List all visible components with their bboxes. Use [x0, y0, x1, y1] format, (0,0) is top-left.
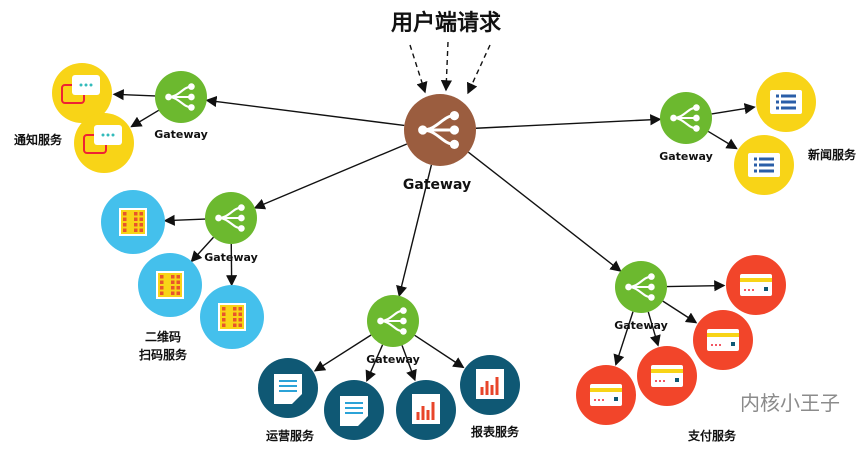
gateway-node-ops[interactable]: [367, 295, 419, 347]
report-icon: [412, 394, 440, 424]
service-node-pay[interactable]: [637, 346, 697, 406]
qr-code-icon: [119, 208, 147, 236]
service-node-pay[interactable]: [726, 255, 786, 315]
service-node-pay[interactable]: [576, 365, 636, 425]
edge-main-to-news: [475, 114, 662, 129]
service-label-qr-1: 二维码: [145, 329, 181, 344]
list-doc-icon: [770, 90, 802, 114]
gateway-label-qr: Gateway: [204, 251, 258, 264]
service-node-notify[interactable]: [74, 113, 134, 173]
edge-main-to-pay: [467, 151, 622, 272]
service-node-qr[interactable]: [200, 285, 264, 349]
service-node-ops[interactable]: [460, 355, 520, 415]
edge-main-to-notify: [205, 95, 405, 127]
service-node-news[interactable]: [734, 135, 794, 195]
split-arrow-icon: [215, 204, 245, 232]
gateway-label-pay: Gateway: [614, 319, 668, 332]
service-node-notify[interactable]: [52, 63, 112, 123]
service-label-report: 报表服务: [471, 424, 520, 439]
watermark: 内核小王子: [740, 391, 840, 415]
service-label-news: 新闻服务: [808, 147, 857, 162]
split-arrow-icon: [670, 104, 700, 132]
report-icon: [476, 369, 504, 399]
gateway-label-news: Gateway: [659, 150, 713, 163]
edges: [112, 41, 756, 382]
gateway-node-pay[interactable]: [615, 261, 667, 313]
service-node-ops[interactable]: [258, 358, 318, 418]
service-label-ops: 运营服务: [266, 428, 315, 443]
request-arrow: [440, 41, 453, 92]
edge-main-to-ops: [396, 164, 433, 298]
edge-pay-service: [613, 311, 634, 366]
request-arrow: [466, 44, 491, 95]
edge-pay-service: [662, 300, 698, 324]
credit-card-icon: [740, 274, 772, 296]
gateway-node-qr[interactable]: [205, 192, 257, 244]
diagram-title: 用户端请求: [391, 10, 501, 36]
gateway-label-ops: Gateway: [366, 353, 420, 366]
edge-qr-service: [190, 236, 215, 263]
qr-code-icon: [156, 271, 184, 299]
doc-fold-icon: [274, 374, 302, 404]
split-arrow-icon: [377, 307, 407, 335]
service-label-qr-2: 扫码服务: [139, 347, 188, 362]
chat-bubble-icon: [83, 125, 122, 154]
edge-notify-service: [130, 109, 160, 128]
split-arrow-icon: [625, 273, 655, 301]
service-label-pay: 支付服务: [687, 428, 737, 443]
main-gateway-label: Gateway: [403, 177, 471, 193]
gateway-node-notify[interactable]: [155, 71, 207, 123]
credit-card-icon: [590, 384, 622, 406]
service-label-notify: 通知服务: [14, 132, 63, 147]
nodes: [52, 63, 816, 440]
gateway-node-news[interactable]: [660, 92, 712, 144]
edge-pay-service: [666, 280, 726, 292]
edge-news-service: [707, 130, 738, 150]
service-node-qr[interactable]: [101, 190, 165, 254]
qr-code-icon: [218, 303, 246, 331]
edge-news-service: [711, 103, 756, 115]
request-arrow: [409, 44, 428, 94]
edge-ops-service: [414, 334, 465, 369]
split-arrow-icon: [418, 110, 460, 150]
service-node-pay[interactable]: [693, 310, 753, 370]
doc-fold-icon: [340, 396, 368, 426]
edge-ops-service: [365, 344, 384, 382]
main-gateway-node[interactable]: [404, 94, 476, 166]
edge-ops-service: [401, 345, 417, 382]
split-arrow-icon: [165, 83, 195, 111]
service-node-ops[interactable]: [396, 380, 456, 440]
service-node-qr[interactable]: [138, 253, 202, 317]
list-doc-icon: [748, 153, 780, 177]
edge-pay-service: [647, 311, 661, 347]
edge-qr-service: [163, 214, 206, 226]
gateway-label-notify: Gateway: [154, 128, 208, 141]
chat-bubble-icon: [61, 75, 100, 104]
credit-card-icon: [651, 365, 683, 387]
service-node-news[interactable]: [756, 72, 816, 132]
edge-main-to-qr: [253, 143, 408, 210]
service-node-ops[interactable]: [324, 380, 384, 440]
credit-card-icon: [707, 329, 739, 351]
edge-ops-service: [313, 334, 372, 372]
edge-notify-service: [112, 89, 156, 101]
